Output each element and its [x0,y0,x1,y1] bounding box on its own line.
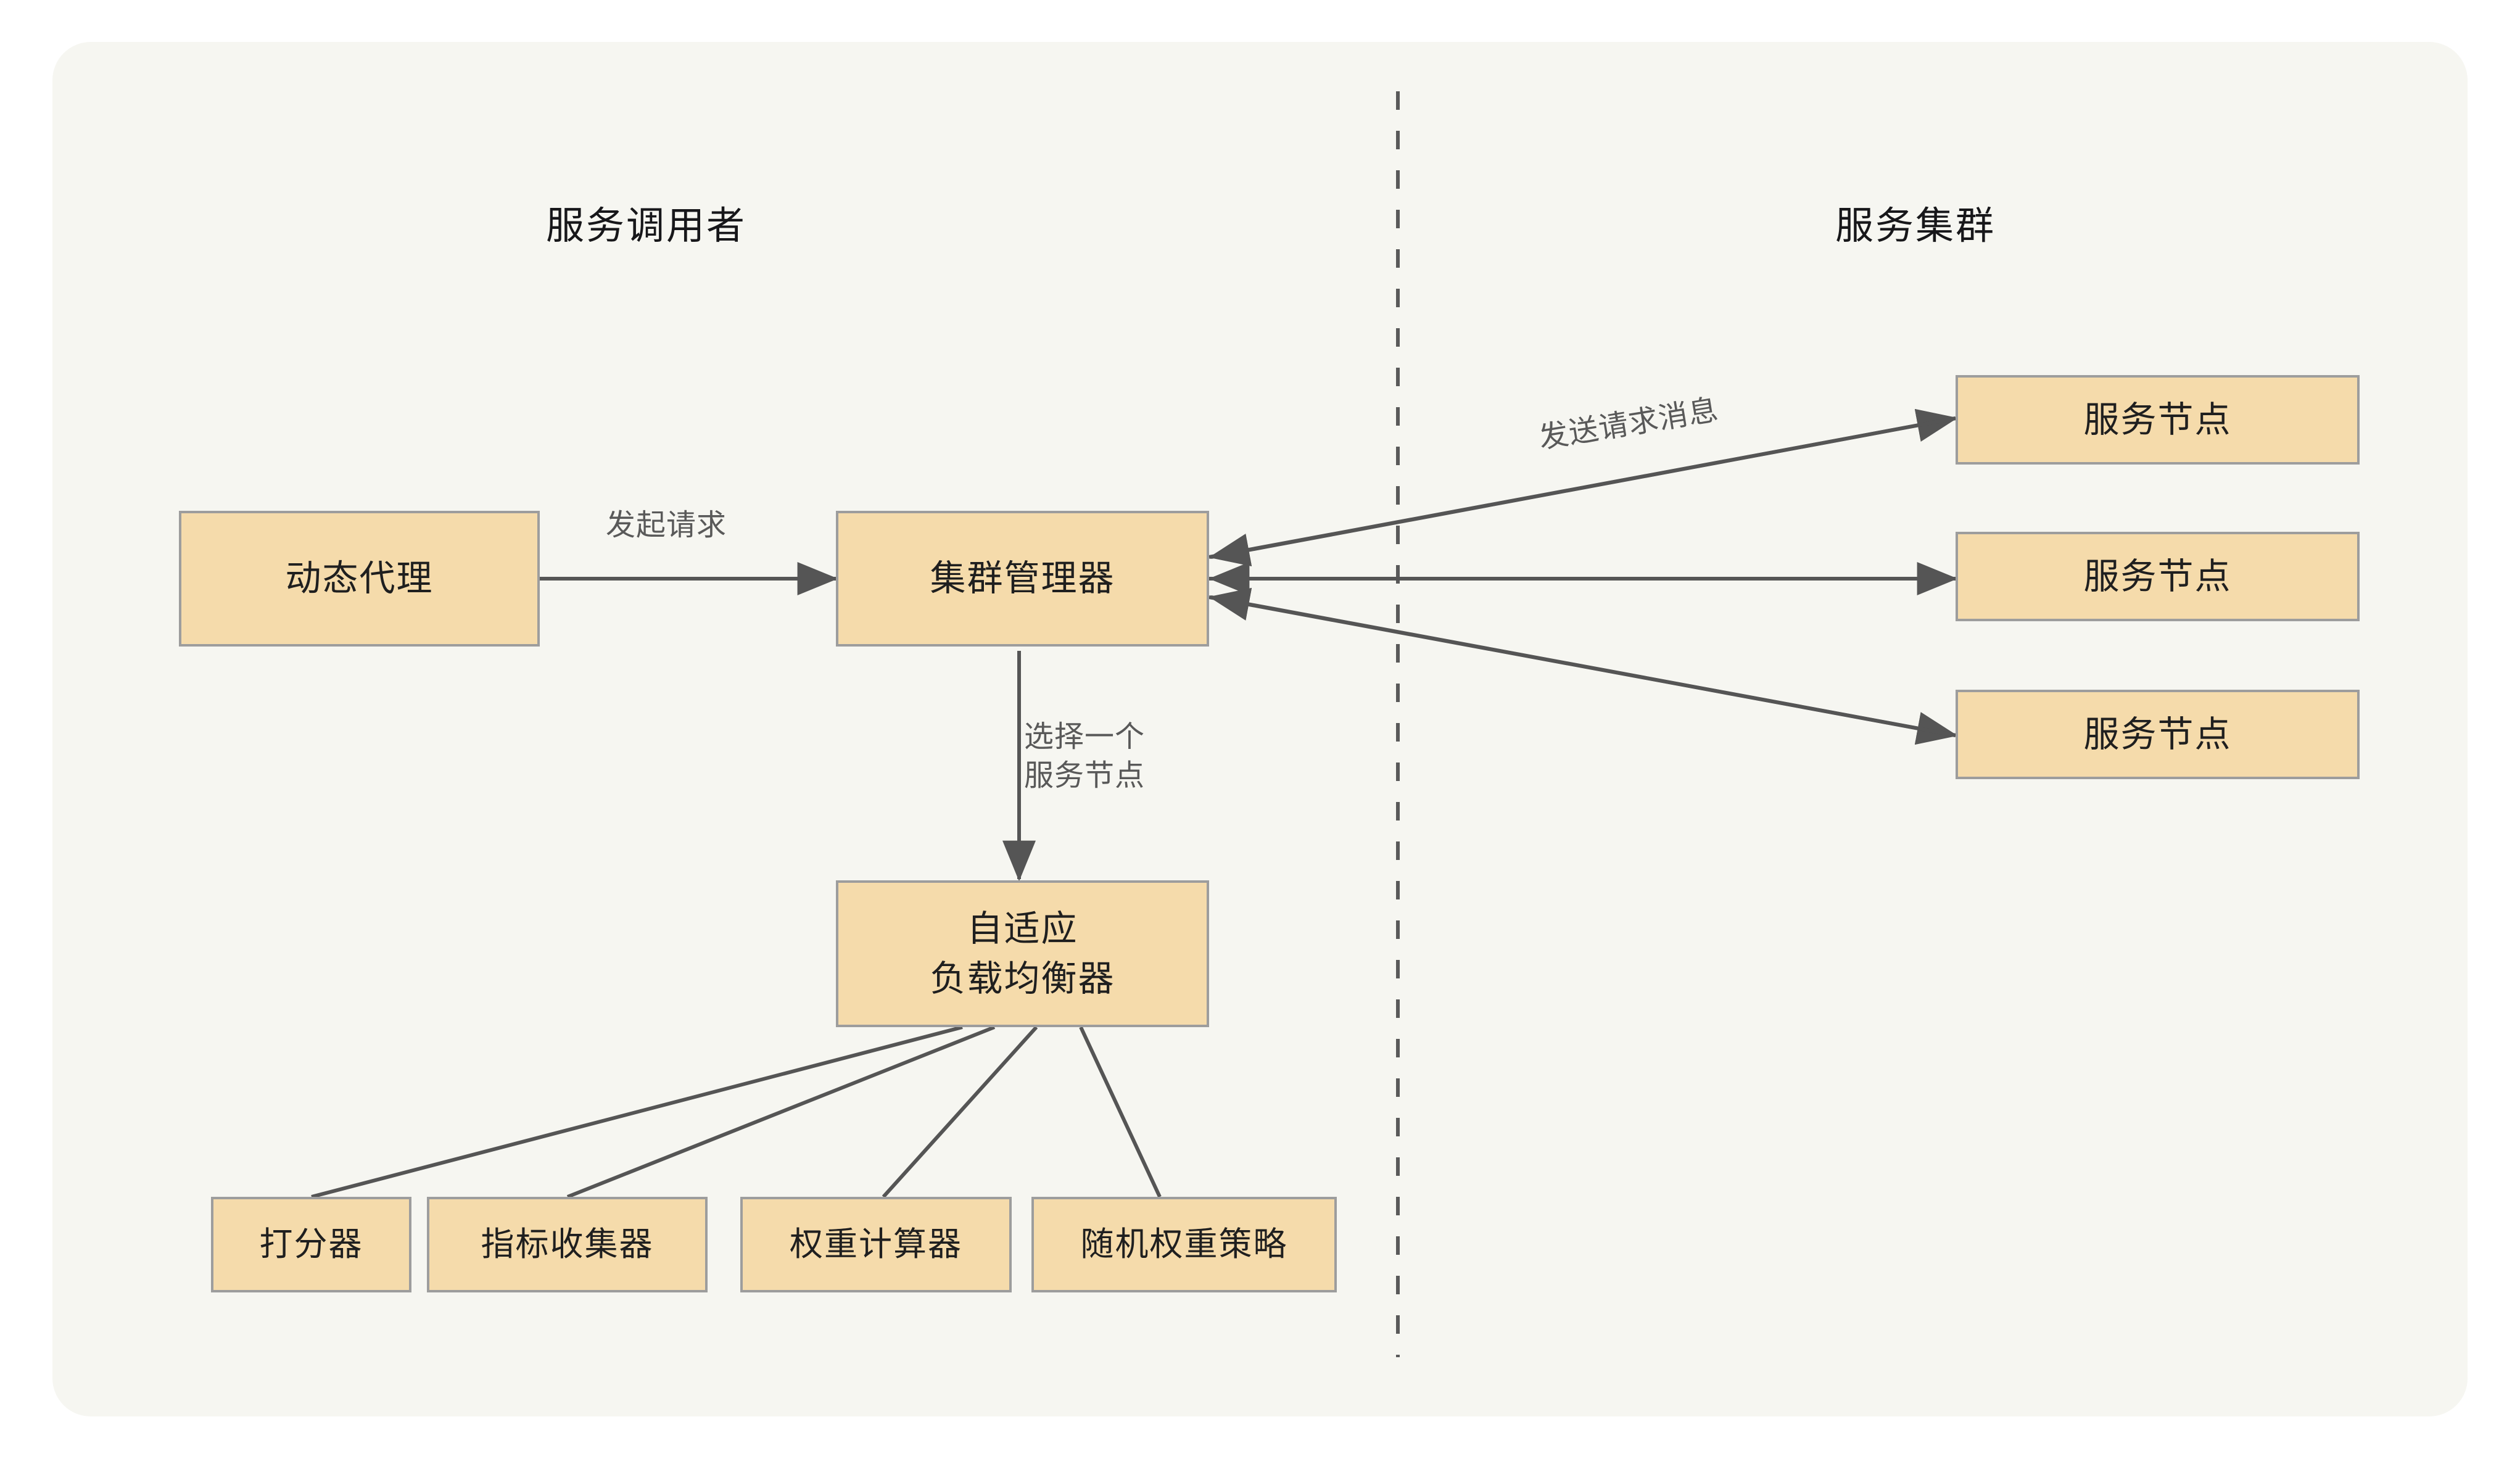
node-scorer-label: 打分器 [259,1226,363,1263]
node-service-node-3-label: 服务节点 [2083,714,2232,754]
node-random-weight-strategy[interactable]: 随机权重策略 [1031,1197,1337,1292]
node-service-node-2[interactable]: 服务节点 [1956,532,2360,621]
node-dynamic-proxy[interactable]: 动态代理 [179,511,540,647]
node-cluster-manager-label: 集群管理器 [930,558,1115,599]
edge-label-select-node-line1: 选择一个 [1024,721,1146,753]
lane-title-cluster: 服务集群 [1835,205,1996,247]
node-metrics-collector-label: 指标收集器 [481,1226,654,1263]
edge-label-select-node-line2: 服务节点 [1024,759,1146,793]
node-random-weight-strategy-label: 随机权重策略 [1080,1226,1288,1263]
node-metrics-collector[interactable]: 指标收集器 [427,1197,708,1292]
node-cluster-manager[interactable]: 集群管理器 [836,511,1209,647]
edge-label-initiate-request: 发起请求 [606,509,727,542]
node-service-node-1[interactable]: 服务节点 [1956,375,2360,465]
node-load-balancer-line1: 自适应 [967,908,1078,949]
node-dynamic-proxy-label: 动态代理 [285,558,434,599]
node-weight-calculator[interactable]: 权重计算器 [740,1197,1012,1292]
node-load-balancer[interactable]: 自适应 负载均衡器 [836,880,1209,1027]
node-load-balancer-line2: 负载均衡器 [930,959,1115,999]
node-service-node-1-label: 服务节点 [2083,399,2232,440]
edge-label-select-node: 选择一个 服务节点 [1024,717,1145,796]
node-service-node-2-label: 服务节点 [2083,556,2232,597]
node-weight-calculator-label: 权重计算器 [790,1226,962,1263]
node-scorer[interactable]: 打分器 [211,1197,411,1292]
lane-title-caller: 服务调用者 [546,205,747,247]
node-service-node-3[interactable]: 服务节点 [1956,690,2360,779]
